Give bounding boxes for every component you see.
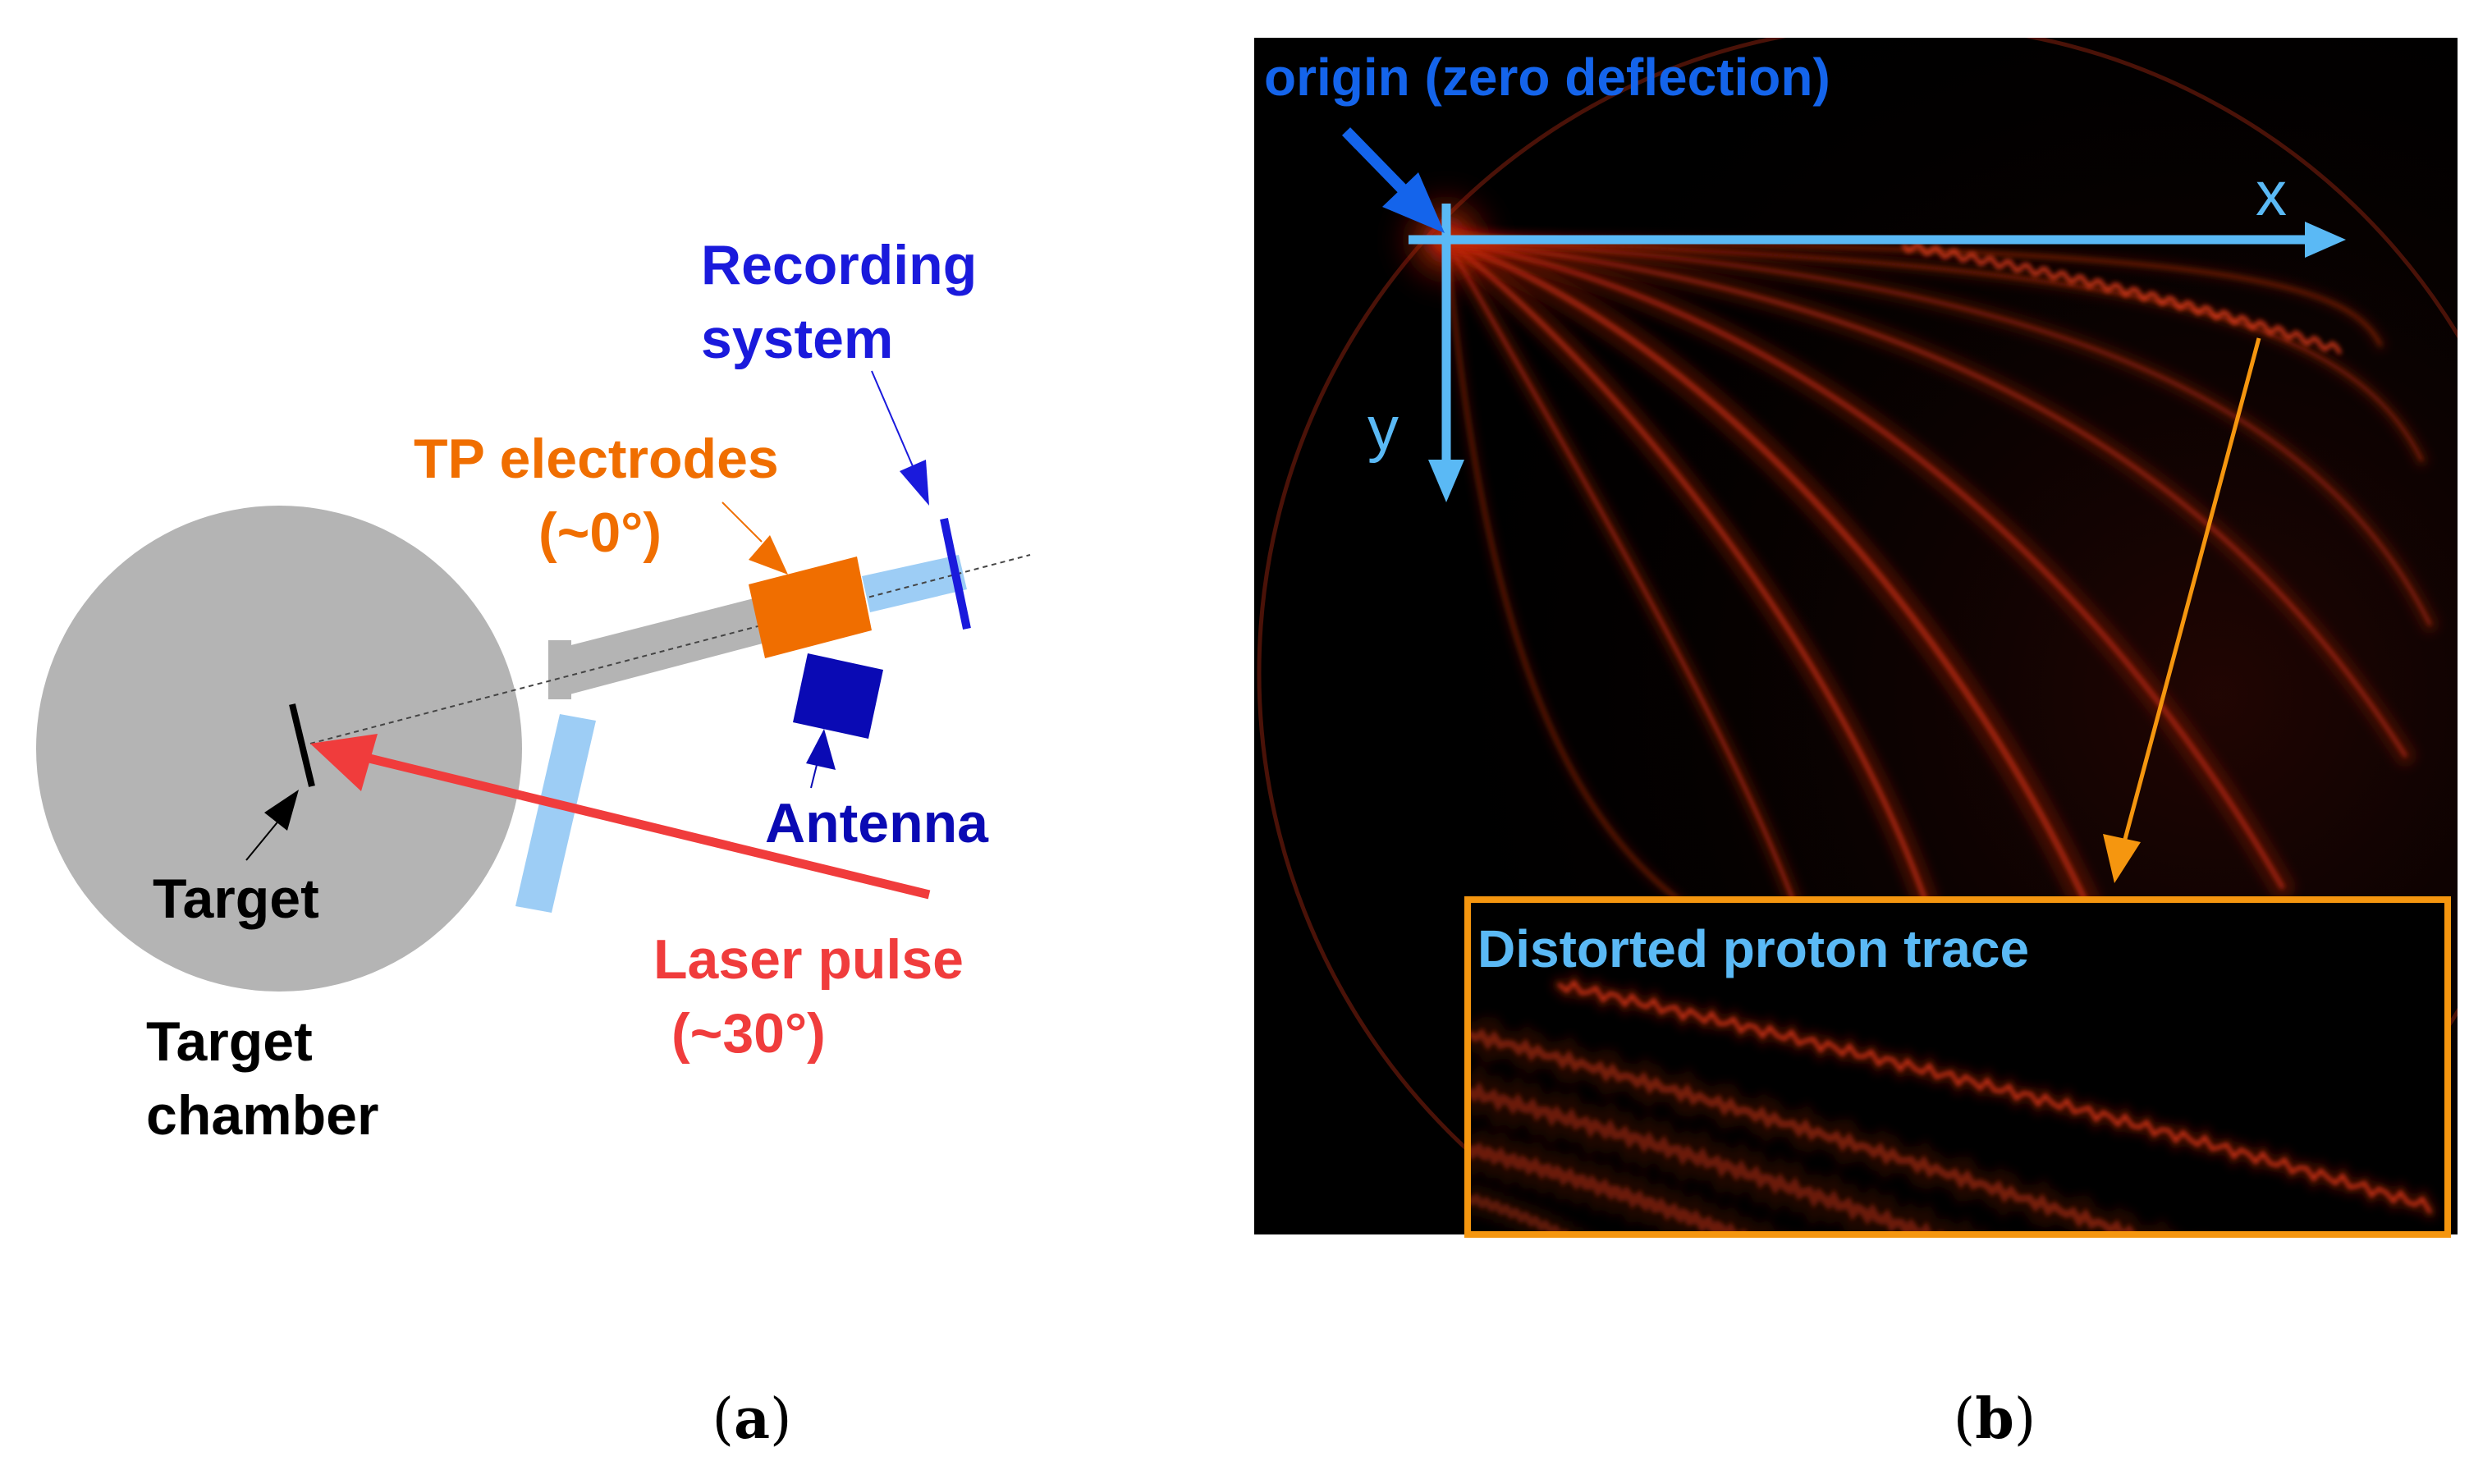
caption-a: (a) (712, 1386, 791, 1452)
target-foil (289, 703, 315, 787)
origin-pointer-head (1382, 172, 1445, 233)
antenna-label: Antenna (765, 792, 989, 854)
tp-pointer-head (749, 535, 788, 575)
target-pointer-head (264, 790, 299, 831)
origin-label: origin (zero deflection) (1264, 48, 1830, 107)
x-axis-label: x (2256, 159, 2287, 229)
recording-pointer (871, 370, 914, 467)
tp-electrodes-label-line1: TP electrodes (414, 428, 779, 490)
antenna-box (793, 653, 883, 739)
origin-pointer (1341, 127, 1415, 201)
inset-pointer (2122, 337, 2261, 843)
recording-detector (940, 517, 971, 630)
y-axis-arrowhead (1428, 460, 1464, 502)
laser-arrowhead (310, 734, 378, 791)
inset-label: Distorted proton trace (1477, 919, 2029, 978)
laser-beam (368, 753, 931, 900)
recording-pointer-head (900, 460, 929, 506)
inset: Distorted proton trace (1464, 896, 2451, 1238)
inset-traces (1468, 970, 2437, 1234)
target-chamber-label-line2: chamber (146, 1084, 378, 1147)
proton-traces (1430, 223, 2439, 952)
target-label: Target (153, 868, 319, 930)
panel-b: Distorted proton trace x y origin (zero … (1254, 38, 2458, 1452)
target-chamber-label-line1: Target (146, 1010, 313, 1073)
antenna-pointer-head (806, 729, 836, 770)
x-axis-arrowhead (2305, 222, 2346, 258)
detector-rim (1257, 38, 2458, 1234)
tp-pointer (721, 502, 763, 543)
recording-tube (862, 555, 967, 612)
recording-system-label-line1: Recording (701, 234, 977, 296)
tube-flange (548, 640, 571, 699)
recording-system-label-line2: system (701, 308, 893, 370)
beam-tube (558, 596, 775, 694)
laser-pulse-label-line1: Laser pulse (653, 928, 964, 991)
tp-electrodes-box (749, 556, 872, 658)
inset-frame (1464, 896, 2451, 1238)
target-chamber-circle (36, 506, 522, 992)
inset-pointer-head (2103, 834, 2141, 883)
tp-electrodes-label-line2: (~0°) (538, 502, 662, 564)
caption-b: (b) (1954, 1386, 2036, 1452)
laser-pulse-label-line2: (~30°) (671, 1002, 826, 1065)
laser-window (515, 714, 596, 913)
y-axis-label: y (1367, 394, 1399, 464)
beam-axis-line (309, 554, 1031, 744)
panel-a: Recording system TP electrodes (~0°) Ant… (36, 234, 1031, 1452)
antenna-pointer (810, 761, 818, 789)
